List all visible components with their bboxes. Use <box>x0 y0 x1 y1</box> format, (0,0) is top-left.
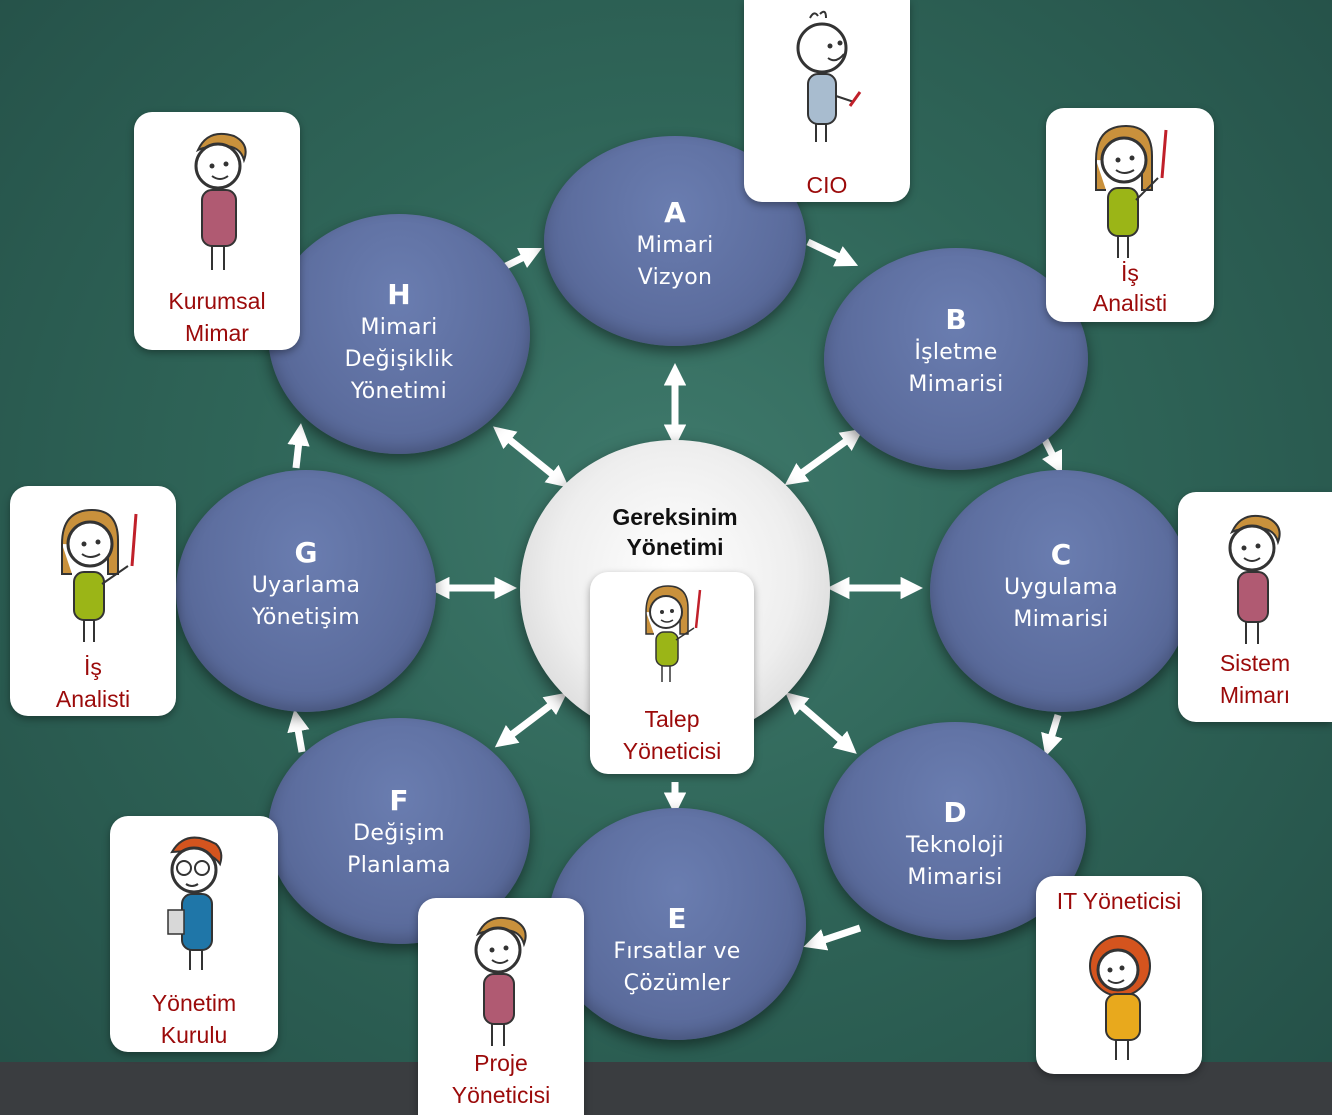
phase-letter: B <box>945 303 967 336</box>
role-label: Yöneticisi <box>622 738 722 764</box>
phase-letter: D <box>943 796 967 829</box>
person-icon <box>194 132 247 270</box>
role-label: Analisti <box>55 686 131 712</box>
phase-label: Mimarisi <box>908 372 1004 397</box>
role-label: İş <box>1121 260 1139 286</box>
role-label: Kurumsal <box>168 288 266 314</box>
role-label: Kurulu <box>160 1022 228 1048</box>
phase-h-circle: H Mimari Değişiklik Yönetimi <box>268 214 530 454</box>
phase-label: Planlama <box>347 853 451 878</box>
phase-label: Yönetimi <box>350 379 448 404</box>
role-card-proje-yoneticisi: Proje Yöneticisi <box>418 898 584 1115</box>
role-card-it-yoneticisi: IT Yöneticisi <box>1036 876 1202 1074</box>
role-card-talep-yoneticisi: Talep Yöneticisi <box>590 572 754 774</box>
person-icon <box>1095 124 1168 258</box>
phase-letter: F <box>389 784 409 817</box>
phase-letter: H <box>387 278 411 311</box>
person-icon <box>645 585 702 682</box>
phase-label: Vizyon <box>637 265 713 290</box>
phase-label: Değişiklik <box>344 347 454 372</box>
phase-g-circle: G Uyarlama Yönetişim <box>176 470 436 712</box>
role-card-sistem-mimari: Sistem Mimarı <box>1178 492 1332 722</box>
role-card-cio: CIO <box>744 0 910 202</box>
phase-letter: E <box>667 902 687 935</box>
arrow-center-b <box>784 428 864 486</box>
role-label: IT Yöneticisi <box>1056 888 1182 914</box>
role-label: Sistem <box>1219 650 1291 676</box>
role-card-is-analisti-right: İş Analisti <box>1046 108 1214 322</box>
role-label: Proje <box>474 1050 528 1076</box>
phase-letter: C <box>1050 538 1072 571</box>
phase-label: Mimari <box>636 233 714 258</box>
arrow-b-c <box>1041 438 1063 475</box>
phase-e-circle: E Fırsatlar ve Çözümler <box>548 808 806 1040</box>
phase-label: Çözümler <box>623 971 731 996</box>
person-icon <box>474 916 527 1046</box>
phase-label: Uygulama <box>1004 575 1118 600</box>
role-card-yonetim-kurulu: Yönetim Kurulu <box>110 816 278 1052</box>
phase-label: Fırsatlar ve <box>613 939 741 964</box>
role-label: CIO <box>806 172 848 198</box>
arrow-h-a <box>500 247 543 272</box>
phase-c-circle: C Uygulama Mimarisi <box>930 470 1192 712</box>
person-icon <box>1089 935 1151 1060</box>
role-label: Mimarı <box>1219 682 1291 708</box>
arrow-c-d <box>1041 713 1063 757</box>
arrow-g-h <box>287 423 310 469</box>
person-icon <box>61 508 138 642</box>
arrow-f-g <box>287 709 310 753</box>
role-label: Yöneticisi <box>451 1082 551 1108</box>
phase-label: Uyarlama <box>251 573 361 598</box>
center-title: Gereksinim <box>612 504 738 530</box>
person-icon <box>167 836 223 970</box>
role-card-is-analisti-left: İş Analisti <box>10 486 176 716</box>
person-icon <box>796 10 862 142</box>
arrow-d-e <box>803 924 862 951</box>
role-label: İş <box>84 654 102 680</box>
role-label: Mimar <box>185 320 249 346</box>
phase-label: Yönetişim <box>252 605 360 630</box>
role-label: Yönetim <box>151 990 237 1016</box>
phase-letter: G <box>294 536 318 569</box>
role-card-kurumsal-mimar: Kurumsal Mimar <box>134 112 300 350</box>
phase-label: Mimarisi <box>1013 607 1109 632</box>
phase-label: Mimari <box>360 315 438 340</box>
center-title: Yönetimi <box>626 534 724 560</box>
arrow-a-b <box>806 238 859 267</box>
person-icon <box>1228 514 1281 644</box>
phase-label: Değişim <box>353 821 445 846</box>
arrow-center-d <box>785 692 857 754</box>
phase-label: Teknoloji <box>906 833 1004 858</box>
arrow-center-f <box>494 692 568 748</box>
phase-label: İşletme <box>914 340 998 365</box>
role-label: Talep <box>644 706 700 732</box>
phase-label: Mimarisi <box>907 865 1003 890</box>
phase-b-circle: B İşletme Mimarisi <box>824 248 1088 470</box>
phase-letter: A <box>664 196 686 229</box>
role-label: Analisti <box>1092 290 1168 316</box>
arrow-center-h <box>493 426 569 488</box>
